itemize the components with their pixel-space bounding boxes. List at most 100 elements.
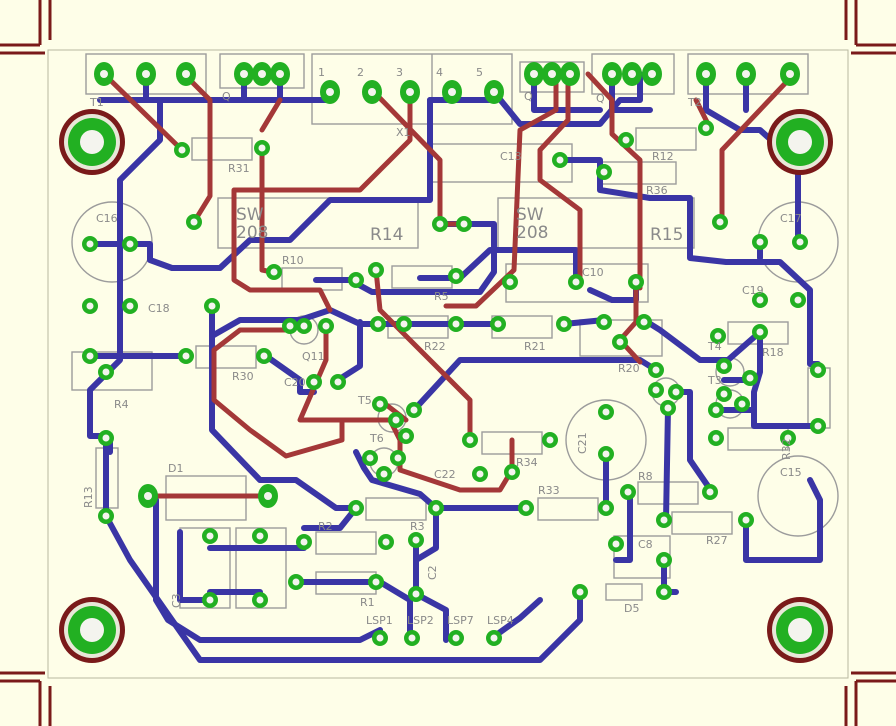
label-R5: R5 [434, 290, 449, 303]
drill-hole [448, 88, 456, 96]
drill-hole [102, 368, 110, 376]
drill-hole [182, 70, 190, 78]
drill-hole [628, 70, 636, 78]
drill-hole [102, 434, 110, 442]
drill-hole [566, 70, 574, 78]
label-R18: R18 [762, 346, 784, 359]
drill-hole [546, 436, 554, 444]
drill-hole [490, 634, 498, 642]
label-T5: T5 [357, 394, 372, 407]
label-R34: R34 [516, 456, 538, 469]
drill-hole [142, 70, 150, 78]
label-LSP1: LSP1 [366, 614, 393, 627]
mounting-hole-top-right [767, 109, 833, 175]
drill-hole [702, 124, 710, 132]
drill-hole [410, 406, 418, 414]
drill-hole [300, 322, 308, 330]
drill-hole [372, 578, 380, 586]
label-R4: R4 [114, 398, 129, 411]
drill-hole [258, 70, 266, 78]
drill-hole [190, 218, 198, 226]
label-R12: R12 [652, 150, 674, 163]
label-pin3: 3 [396, 66, 403, 79]
label-C13: C13 [500, 150, 522, 163]
drill-hole [256, 532, 264, 540]
mounting-hole-bottom-left [59, 597, 125, 663]
drill-hole [506, 278, 514, 286]
drill-hole [602, 504, 610, 512]
label-R31: R31 [228, 162, 250, 175]
drill-hole [742, 516, 750, 524]
drill-hole [714, 332, 722, 340]
label-R33: R33 [538, 484, 560, 497]
drill-hole [452, 320, 460, 328]
label-C10: C10 [582, 266, 604, 279]
label-C17: C17 [780, 212, 802, 225]
drill-hole [622, 136, 630, 144]
drill-hole [270, 268, 278, 276]
label-SW-a: SW [236, 205, 264, 225]
label-LSP7: LSP7 [447, 614, 474, 627]
drill-hole [712, 406, 720, 414]
label-R13: R13 [82, 486, 95, 508]
drill-hole [240, 70, 248, 78]
drill-hole [664, 404, 672, 412]
drill-hole [600, 168, 608, 176]
label-R8: R8 [638, 470, 653, 483]
drill-hole [784, 434, 792, 442]
drill-hole [352, 504, 360, 512]
drill-hole [86, 240, 94, 248]
drill-hole [548, 70, 556, 78]
drill-hole [476, 470, 484, 478]
drill-hole [402, 432, 410, 440]
label-T6: T6 [369, 432, 384, 445]
label-R32: R32 [780, 438, 793, 460]
drill-hole [392, 416, 400, 424]
drill-hole [260, 352, 268, 360]
drill-hole [376, 634, 384, 642]
drill-hole [756, 328, 764, 336]
label-pin5: 5 [476, 66, 483, 79]
drill-hole [522, 504, 530, 512]
label-R1: R1 [360, 596, 375, 609]
drill-hole [382, 538, 390, 546]
label-Q-right: Q [596, 92, 605, 105]
label-LSP4: LSP4 [487, 614, 514, 627]
drill-hole [452, 634, 460, 642]
label-R21: R21 [524, 340, 546, 353]
label-C15: C15 [780, 466, 802, 479]
drill-hole [412, 590, 420, 598]
drill-hole [490, 88, 498, 96]
label-C22: C22 [434, 468, 456, 481]
drill-hole [368, 88, 376, 96]
drill-hole [660, 588, 668, 596]
drill-hole [300, 538, 308, 546]
label-C16: C16 [96, 212, 118, 225]
drill-hole [672, 388, 680, 396]
label-Q-left: Q [222, 90, 231, 103]
label-pin4: 4 [436, 66, 443, 79]
drill-hole [86, 352, 94, 360]
label-C20: C20 [284, 376, 306, 389]
label-pin2: 2 [357, 66, 364, 79]
drill-hole [640, 318, 648, 326]
drill-hole [144, 492, 152, 500]
drill-hole [716, 218, 724, 226]
label-R30: R30 [232, 370, 254, 383]
drill-hole [126, 240, 134, 248]
drill-hole [178, 146, 186, 154]
drill-hole [436, 220, 444, 228]
drill-hole [258, 144, 266, 152]
drill-hole [508, 468, 516, 476]
drill-hole [206, 532, 214, 540]
drill-hole [374, 320, 382, 328]
drill-hole [738, 400, 746, 408]
drill-hole [86, 302, 94, 310]
drill-hole [208, 302, 216, 310]
drill-hole [322, 322, 330, 330]
drill-hole [572, 278, 580, 286]
label-R2: R2 [318, 520, 333, 533]
drill-hole [206, 596, 214, 604]
drill-hole [530, 70, 538, 78]
